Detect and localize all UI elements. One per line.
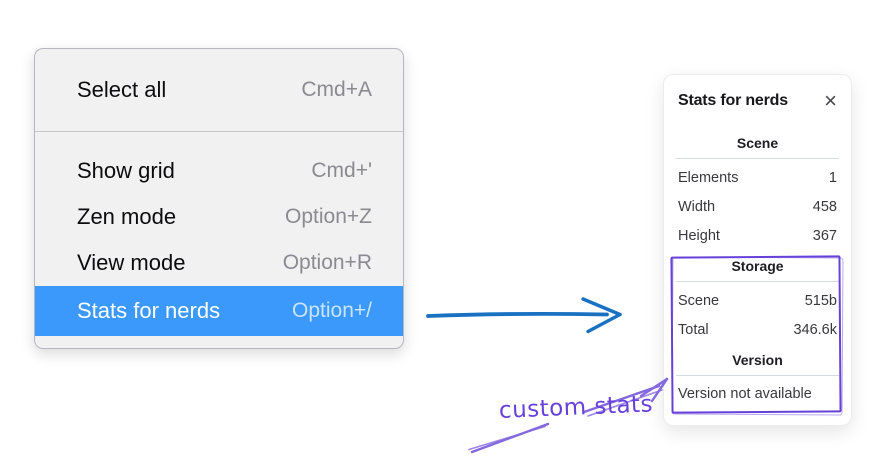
stats-panel-header: Stats for nerds × <box>678 89 837 113</box>
menu-item-shortcut: Cmd+A <box>301 78 372 101</box>
menu-item-label: Stats for nerds <box>77 298 221 323</box>
stats-panel: Stats for nerds × Scene Elements 1 Width… <box>663 74 852 426</box>
stat-row-scene-storage: Scene 515b <box>678 286 837 315</box>
stat-label: Elements <box>678 169 739 186</box>
menu-item-view-mode[interactable]: View mode Option+R <box>35 240 403 286</box>
context-menu: Select all Cmd+A Show grid Cmd+' Zen mod… <box>34 48 404 349</box>
menu-item-label: Select all <box>77 77 167 102</box>
stat-row-elements: Elements 1 <box>678 163 837 192</box>
menu-item-stats-for-nerds[interactable]: Stats for nerds Option+/ <box>35 286 403 336</box>
stat-label: Height <box>678 227 720 244</box>
section-header-scene: Scene <box>736 135 779 151</box>
stat-row-height: Height 367 <box>678 221 837 250</box>
menu-item-label: Show grid <box>77 158 175 183</box>
menu-item-label: View mode <box>77 250 186 275</box>
panel-title: Stats for nerds <box>678 92 788 109</box>
flow-arrow <box>426 297 622 334</box>
stat-label: Total <box>678 321 709 338</box>
stat-row-width: Width 458 <box>678 192 837 221</box>
menu-divider <box>35 131 403 132</box>
menu-item-shortcut: Cmd+' <box>311 159 372 182</box>
stat-value: 346.6k <box>793 321 837 338</box>
divider <box>676 281 839 282</box>
close-icon[interactable]: × <box>824 88 837 113</box>
menu-item-shortcut: Option+Z <box>285 205 372 228</box>
menu-item-label: Zen mode <box>77 204 177 229</box>
menu-item-shortcut: Option+R <box>282 251 372 274</box>
section-header-storage: Storage <box>731 258 784 274</box>
stat-label: Width <box>678 198 716 215</box>
stat-value: 458 <box>812 198 837 215</box>
stat-label: Scene <box>678 292 720 309</box>
menu-item-select-all[interactable]: Select all Cmd+A <box>35 65 403 115</box>
version-note: Version not available <box>678 386 812 402</box>
stat-value: 1 <box>828 169 837 186</box>
stat-row-total-storage: Total 346.6k <box>678 315 837 344</box>
menu-item-zen-mode[interactable]: Zen mode Option+Z <box>35 194 403 240</box>
menu-item-shortcut: Option+/ <box>292 299 372 322</box>
custom-stats-highlight-box: Storage Scene 515b Total 346.6k Version … <box>671 256 841 413</box>
stat-value: 367 <box>812 227 837 244</box>
menu-item-show-grid[interactable]: Show grid Cmd+' <box>35 148 403 194</box>
divider <box>676 158 839 159</box>
custom-stats-label: custom stats <box>498 391 654 424</box>
divider <box>676 375 839 376</box>
section-header-version: Version <box>732 352 783 368</box>
stat-value: 515b <box>804 292 837 309</box>
